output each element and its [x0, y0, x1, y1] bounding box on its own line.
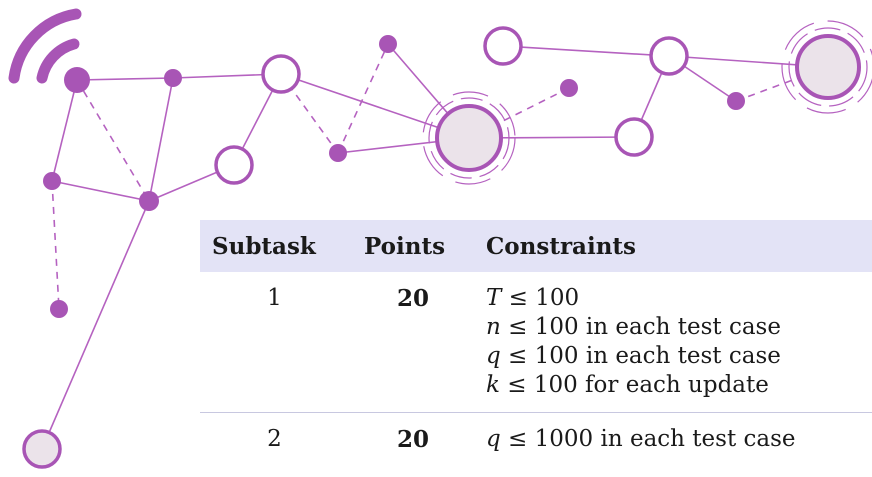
network-solid-nodes [43, 35, 745, 318]
header-subtask: Subtask [212, 232, 316, 260]
table-row: 1 20 T ≤ 100 n ≤ 100 in each test case q… [200, 272, 872, 413]
wifi-signal-icon [8, 8, 82, 84]
network-large-nodes [22, 20, 872, 469]
subtask-points: 20 [350, 412, 476, 455]
subtask-constraints: T ≤ 100 n ≤ 100 in each test case q ≤ 10… [476, 272, 872, 413]
network-hollow-nodes [214, 26, 689, 185]
header-points: Points [364, 232, 446, 260]
table-header-row: Subtask Points Constraints [200, 220, 872, 272]
constraint-line: T ≤ 100 [486, 285, 580, 311]
constraint-line: k ≤ 100 for each update [486, 372, 769, 398]
table-row: 2 20 q ≤ 1000 in each test case [200, 412, 872, 455]
subtask-number: 1 [267, 285, 282, 311]
subtask-constraints: q ≤ 1000 in each test case [476, 412, 872, 455]
subtask-table: Subtask Points Constraints 1 20 T ≤ 100 … [200, 220, 872, 455]
constraint-line: q ≤ 100 in each test case [486, 343, 781, 369]
header-constraints: Constraints [486, 232, 636, 260]
constraint-line: q ≤ 1000 in each test case [486, 426, 796, 452]
subtask-number: 2 [200, 412, 350, 455]
constraint-line: n ≤ 100 in each test case [486, 314, 781, 340]
subtask-points: 20 [396, 285, 429, 312]
